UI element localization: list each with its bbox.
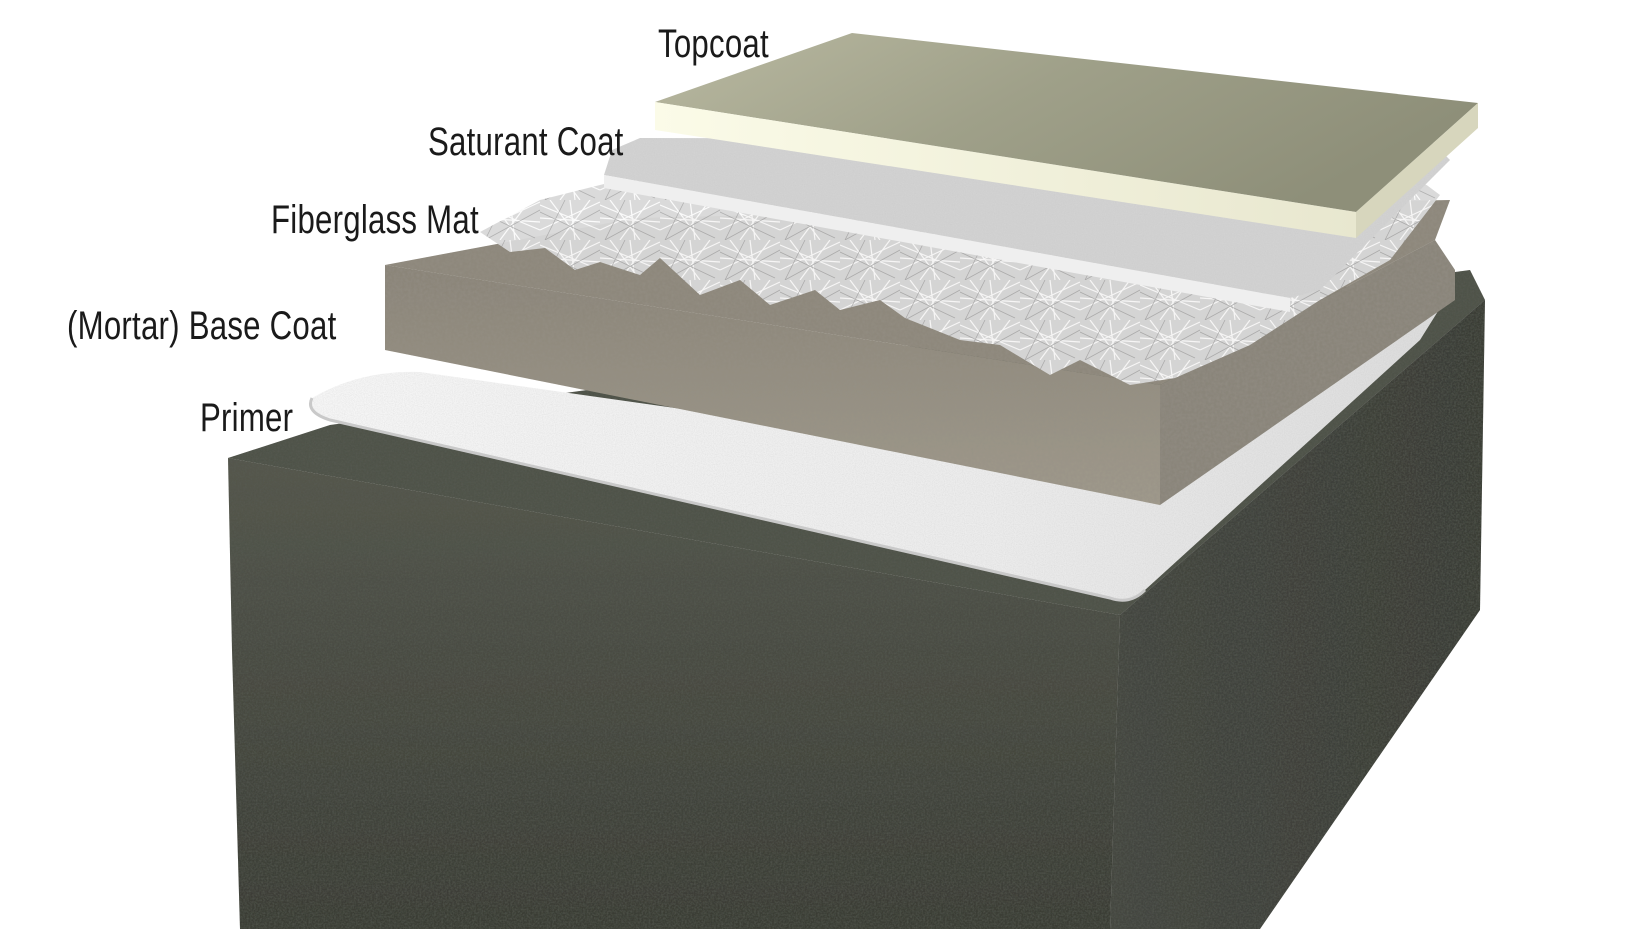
label-fiberglass-mat: Fiberglass Mat [271,198,479,242]
topcoat-front-edge [655,102,1356,238]
substrate-front-face [228,458,1120,929]
topcoat-right-edge [1356,103,1478,238]
label-mortar-base-coat: (Mortar) Base Coat [67,304,337,348]
saturant-edge [604,175,1290,312]
label-saturant-coat: Saturant Coat [428,120,624,164]
label-primer: Primer [200,396,294,440]
mortar-right-face [1160,240,1455,505]
mortar-front-face [385,265,1160,505]
substrate-right-face [1110,300,1485,929]
primer-edge [309,397,1147,602]
topcoat-top [655,33,1478,212]
label-topcoat: Topcoat [658,22,769,66]
topcoat-layer [655,33,1478,238]
